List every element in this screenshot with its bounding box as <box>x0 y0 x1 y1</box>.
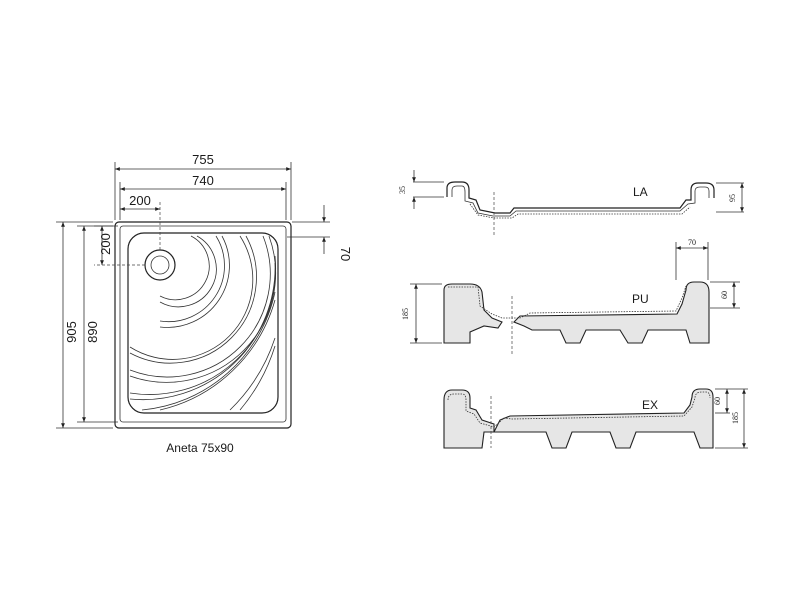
pu-label: PU <box>632 292 649 306</box>
dim-200-vertical: 200 <box>98 233 113 255</box>
la-profile-outer <box>446 181 715 214</box>
pu-left-block <box>443 283 503 344</box>
tray-inner-outline <box>119 225 287 423</box>
tray-outer-outline <box>114 221 292 429</box>
section-ex: 60 185 EX <box>443 388 748 449</box>
ex-top-edge <box>447 391 711 428</box>
plan-view: 755 740 200 200 70 905 890 Aneta 75x90 <box>56 152 353 455</box>
dim-740: 740 <box>192 173 214 188</box>
section-la: 35 95 LA <box>398 170 744 236</box>
dim-755: 755 <box>192 152 214 167</box>
tray-basin-outline <box>127 232 279 414</box>
la-underside <box>469 203 691 219</box>
la-profile-inner <box>451 185 710 217</box>
anti-slip-pattern <box>129 235 276 411</box>
ex-dim-60: 60 <box>713 397 722 405</box>
section-pu: 185 70 60 PU <box>401 238 740 356</box>
pu-dim-185: 185 <box>401 308 410 320</box>
pu-top-edge <box>448 285 687 319</box>
ex-floor <box>493 388 714 449</box>
ex-left-block <box>443 389 495 449</box>
dim-70: 70 <box>338 247 353 261</box>
dim-890: 890 <box>85 321 100 343</box>
ex-dim-185: 185 <box>731 412 740 424</box>
dim-905: 905 <box>64 321 79 343</box>
pu-dim-60: 60 <box>720 291 729 299</box>
plan-caption: Aneta 75x90 <box>166 441 234 455</box>
la-dim-95: 95 <box>728 194 737 202</box>
pu-dim-70: 70 <box>688 238 696 247</box>
drain-inner <box>150 255 170 275</box>
dim-200-horizontal: 200 <box>129 193 151 208</box>
pu-floor <box>513 281 710 344</box>
la-dim-35: 35 <box>398 186 407 194</box>
drain-outer <box>144 249 176 281</box>
la-label: LA <box>633 185 648 199</box>
ex-label: EX <box>642 398 658 412</box>
